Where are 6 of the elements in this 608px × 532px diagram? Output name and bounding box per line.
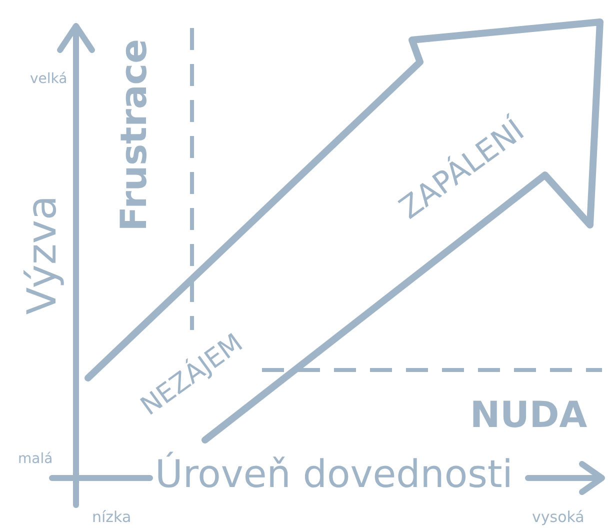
tick-label: vysoká xyxy=(532,510,584,525)
axis-label: Výzva xyxy=(22,195,62,315)
region-label: Frustrace xyxy=(117,38,154,232)
tick-label: malá xyxy=(18,452,53,466)
tick-label: nízka xyxy=(92,510,132,525)
tick-label: velká xyxy=(30,72,68,86)
